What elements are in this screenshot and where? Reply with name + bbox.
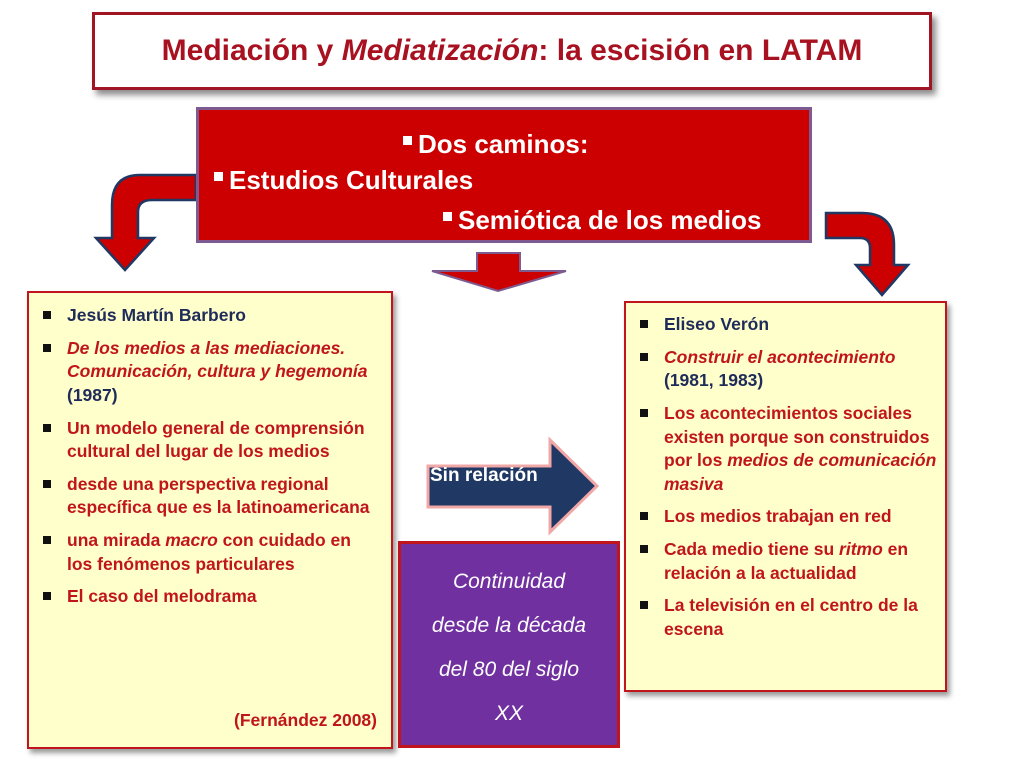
list-item: Los acontecimientos sociales existen por… [638,402,937,497]
veron-panel: Eliseo Verón Construir el acontecimiento… [624,301,947,692]
list-item: una mirada macro con cuidado en los fenó… [41,529,381,576]
martin-barbero-panel: Jesús Martín Barbero De los medios a las… [27,291,393,749]
continuidad-box: Continuidad desde la década del 80 del s… [398,541,620,748]
veron-list: Eliseo Verón Construir el acontecimiento… [638,313,937,642]
barbero-list: Jesús Martín Barbero De los medios a las… [41,304,381,609]
center-down-arrow [431,252,567,293]
right-curved-arrow [824,211,911,297]
list-item: Construir el acontecimiento (1981, 1983) [638,346,937,393]
sin-relacion-arrow [426,436,600,536]
continuidad-line-1: Continuidad [452,570,566,593]
continuidad-line-4: XX [494,702,523,725]
caminos-line-1: Dos caminos: [403,131,589,157]
sin-relacion-label: Sin relación [430,465,538,486]
continuidad-line-3: del 80 del siglo [438,658,580,681]
list-item: Cada medio tiene su ritmo en relación a … [638,538,937,585]
bullet-square-icon [443,212,452,221]
caminos-line-3: Semiótica de los medios [443,207,761,233]
caminos-line-2: Estudios Culturales [214,167,473,193]
bullet-square-icon [214,172,223,181]
list-item: De los medios a las mediaciones. Comunic… [41,337,381,408]
continuidad-line-2: desde la década [431,614,587,637]
bullet-square-icon [403,136,412,145]
list-item: La televisión en el centro de la escena [638,594,937,641]
list-item: Un modelo general de comprensión cultura… [41,417,381,464]
left-curved-arrow [93,173,198,272]
citation: (Fernández 2008) [234,710,377,731]
list-item: Jesús Martín Barbero [41,304,381,328]
dos-caminos-box: Dos caminos: Estudios Culturales Semióti… [196,107,812,243]
page-title: Mediación y Mediatización: la escisión e… [161,34,863,67]
list-item: Los medios trabajan en red [638,505,937,529]
list-item: El caso del melodrama [41,585,381,609]
list-item: Eliseo Verón [638,313,937,337]
list-item: desde una perspectiva regional específic… [41,473,381,520]
title-box: Mediación y Mediatización: la escisión e… [92,12,932,90]
